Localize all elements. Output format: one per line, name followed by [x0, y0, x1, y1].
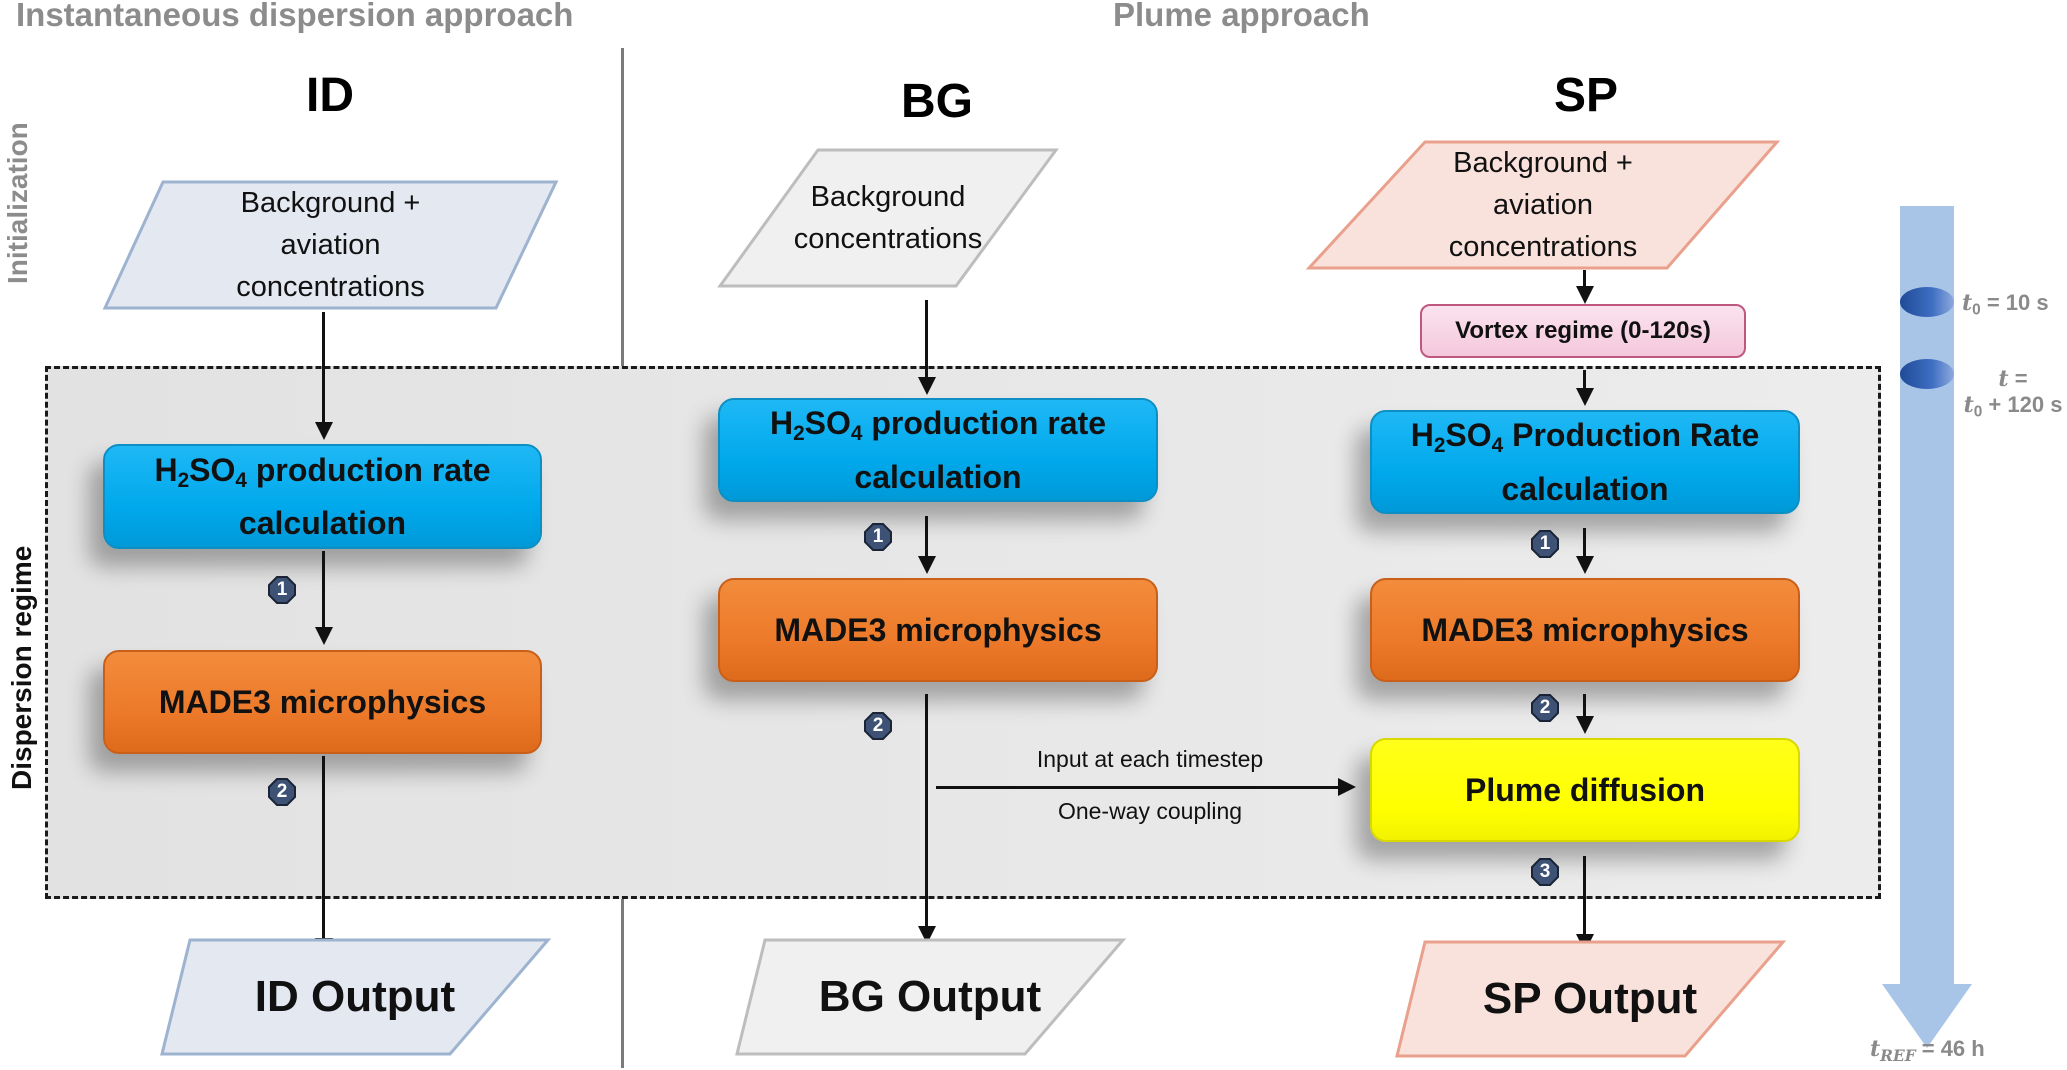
section-title-instantaneous: Instantaneous dispersion approach: [16, 0, 574, 33]
arrow-line: [925, 694, 928, 928]
row-label-initialization: Initialization: [2, 122, 33, 284]
arrow-line: [1583, 370, 1586, 390]
step-badge-2: 2: [268, 778, 296, 806]
step-badge-1: 1: [1531, 530, 1559, 558]
sp-h2so4-line2: calculation: [1501, 470, 1669, 507]
coupling-label-bottom: One-way coupling: [1057, 798, 1243, 824]
column-title-sp: SP: [1553, 69, 1619, 122]
row-label-dispersion: Dispersion regime: [6, 545, 37, 790]
step-badge-2: 2: [864, 712, 892, 740]
arrow-line: [1583, 528, 1586, 558]
timeline-label-t120: t = t0 + 120 s: [1963, 366, 2063, 421]
bg-output-label: BG Output: [818, 972, 1042, 1021]
id-h2so4-line2: calculation: [238, 505, 407, 542]
id-input-line: concentrations: [236, 271, 425, 303]
bg-h2so4-production-box: H2SO4 production rate calculation: [718, 398, 1158, 502]
sp-made3-box: MADE3 microphysics: [1370, 578, 1800, 682]
bg-input-parallelogram: Background concentrations: [717, 148, 1059, 288]
sp-input-parallelogram: Background + aviation concentrations: [1305, 140, 1781, 270]
arrow-line: [322, 756, 325, 940]
arrow-head: [1576, 286, 1594, 304]
arrow-head: [1576, 716, 1594, 734]
column-title-bg: BG: [901, 75, 973, 128]
id-input-line: aviation: [280, 229, 381, 261]
sp-vortex-regime-box: Vortex regime (0-120s): [1420, 304, 1746, 358]
arrow-head: [315, 422, 333, 440]
id-output-label: ID Output: [254, 972, 456, 1021]
timeline-marker-t0: [1900, 287, 1954, 317]
step-badge-2: 2: [1531, 694, 1559, 722]
id-h2so4-line1: H2SO4 production rate: [154, 451, 491, 493]
arrow-head: [918, 377, 936, 395]
sp-output-label: SP Output: [1482, 974, 1698, 1023]
arrow-line: [322, 551, 325, 629]
arrow-line: [322, 312, 325, 424]
timeline-marker-t120: [1900, 359, 1954, 389]
arrow-line: [1583, 694, 1586, 718]
sp-input-line: aviation: [1493, 189, 1593, 221]
arrow-head: [315, 627, 333, 645]
id-h2so4-production-box: H2SO4 production rate calculation: [103, 444, 542, 549]
step-badge-1: 1: [268, 576, 296, 604]
bg-h2so4-line1: H2SO4 production rate: [769, 405, 1107, 446]
arrow-head: [1576, 388, 1594, 406]
arrow-head: [918, 556, 936, 574]
column-title-id: ID: [306, 69, 354, 122]
arrow-line: [1583, 270, 1586, 288]
bg-input-line: Background: [810, 181, 966, 213]
id-input-line: Background +: [240, 187, 421, 219]
sp-h2so4-line1: H2SO4 Production Rate: [1410, 417, 1760, 458]
sp-output-parallelogram: SP Output: [1395, 940, 1787, 1058]
coupling-arrow-head: [1338, 778, 1356, 796]
timeline-arrowhead: [1882, 984, 1972, 1048]
coupling-label-top: Input at each timestep: [1036, 746, 1264, 772]
arrow-head: [1576, 556, 1594, 574]
sp-h2so4-production-box: H2SO4 Production Rate calculation: [1370, 410, 1800, 514]
timeline-arrow: [1882, 206, 1972, 1048]
arrow-line: [925, 516, 928, 558]
sp-input-line: concentrations: [1448, 231, 1638, 263]
id-output-parallelogram: ID Output: [160, 938, 552, 1056]
sp-input-line: Background +: [1453, 147, 1633, 179]
timeline-label-t0: t0 = 10 s: [1962, 290, 2049, 319]
step-badge-1: 1: [864, 523, 892, 551]
sp-plume-diffusion-box: Plume diffusion: [1370, 738, 1800, 842]
timeline-label-tref: tREF = 46 h: [1870, 1036, 1985, 1065]
arrow-line: [925, 300, 928, 380]
bg-output-parallelogram: BG Output: [735, 938, 1127, 1056]
bg-input-line: concentrations: [793, 223, 983, 255]
timeline-shaft: [1900, 206, 1954, 986]
bg-h2so4-line2: calculation: [854, 458, 1022, 495]
section-title-plume: Plume approach: [1113, 0, 1370, 33]
id-input-parallelogram: Background + aviation concentrations: [102, 180, 559, 310]
bg-made3-box: MADE3 microphysics: [718, 578, 1158, 682]
arrow-line: [1583, 856, 1586, 936]
step-badge-3: 3: [1531, 858, 1559, 886]
id-made3-box: MADE3 microphysics: [103, 650, 542, 754]
coupling-arrow-line: [936, 786, 1340, 789]
